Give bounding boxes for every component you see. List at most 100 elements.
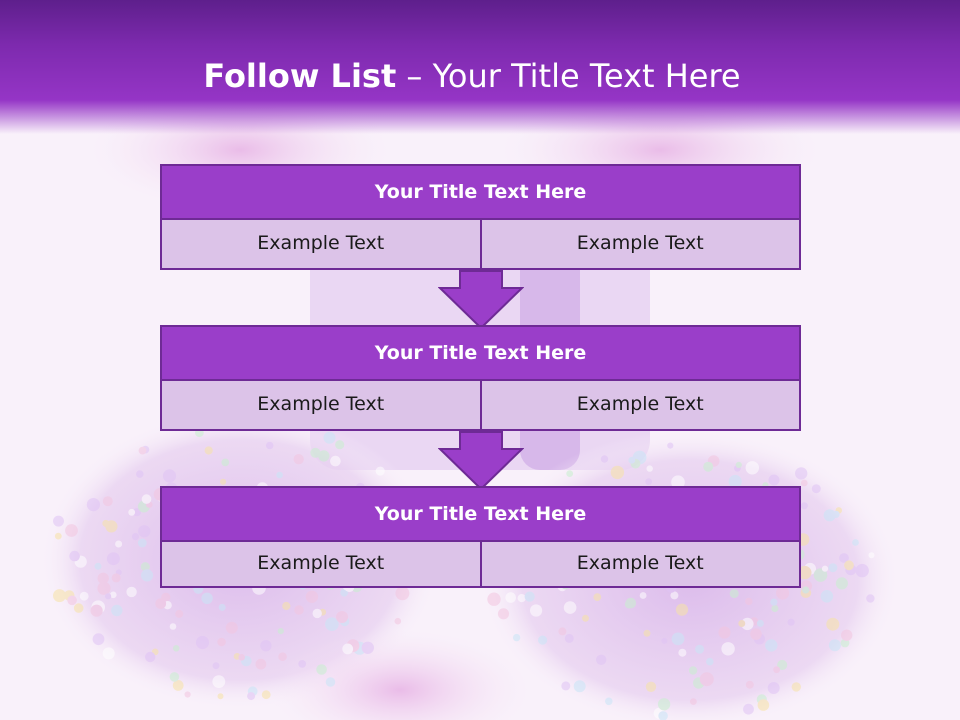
- sprinkle-dot: [277, 628, 284, 635]
- sprinkle-dot: [330, 455, 341, 467]
- sprinkle-dot: [645, 478, 653, 486]
- sprinkle-dot: [765, 639, 778, 652]
- sprinkle-dot: [310, 447, 321, 458]
- sprinkle-dot: [639, 592, 647, 599]
- page-title: Follow List – Your Title Text Here: [0, 56, 944, 96]
- sprinkle-dot: [106, 552, 120, 566]
- sprinkle-dot: [217, 637, 226, 647]
- sprinkle-dot: [564, 633, 574, 643]
- sprinkle-dot: [671, 475, 685, 490]
- step-title: Your Title Text Here: [160, 164, 801, 220]
- sprinkle-dot: [97, 572, 109, 584]
- sprinkle-dot: [561, 681, 571, 691]
- sprinkle-dot: [757, 699, 770, 711]
- sprinkle-dot: [141, 569, 154, 582]
- sprinkle-dot: [276, 471, 283, 479]
- sprinkle-dot: [175, 609, 184, 618]
- sprinkle-dot: [111, 604, 123, 617]
- sprinkle-dot: [839, 553, 849, 563]
- sprinkle-dot: [558, 627, 567, 636]
- sprinkle-dot: [375, 466, 385, 476]
- sprinkle-dot: [505, 592, 516, 603]
- sprinkle-dot: [316, 664, 327, 675]
- sprinkle-dot: [335, 440, 345, 450]
- sprinkle-dot: [530, 604, 543, 617]
- sprinkle-dot: [110, 591, 117, 599]
- sprinkle-dot: [394, 617, 402, 625]
- sprinkle-dot: [573, 680, 586, 693]
- sprinkle-dot: [102, 496, 113, 507]
- sprinkle-dot: [768, 474, 780, 486]
- sprinkle-dot: [128, 508, 136, 516]
- sprinkle-dot: [497, 608, 510, 620]
- sprinkle-dot: [137, 538, 147, 548]
- sprinkle-dot: [312, 608, 322, 619]
- sprinkle-dot: [776, 586, 790, 600]
- down-arrow-icon: [438, 270, 524, 330]
- sprinkle-dot: [325, 677, 336, 687]
- sprinkle-dot: [73, 603, 84, 613]
- sprinkle-dot: [828, 563, 838, 573]
- sprinkle-dot: [773, 666, 780, 674]
- sprinkle-dot: [105, 520, 118, 533]
- sprinkle-dot: [54, 532, 62, 540]
- sprinkle-dot: [201, 592, 213, 604]
- sprinkle-dot: [169, 623, 177, 630]
- sprinkle-dot: [294, 605, 304, 615]
- sprinkle-dot: [624, 600, 634, 609]
- sprinkle-dot: [261, 690, 271, 700]
- sprinkle-dot: [566, 470, 574, 477]
- sprinkle-dot: [802, 586, 810, 594]
- sprinkle-dot: [661, 637, 668, 644]
- sprinkle-dot: [777, 659, 788, 671]
- sprinkle-dot: [678, 648, 687, 657]
- sprinkle-dot: [741, 617, 754, 631]
- sprinkle-dot: [828, 639, 841, 652]
- sprinkle-dot: [90, 604, 103, 617]
- sprinkle-dot: [487, 592, 501, 606]
- sprinkle-dot: [172, 680, 184, 691]
- sprinkle-dot: [67, 595, 77, 606]
- sprinkle-dot: [868, 552, 875, 559]
- sprinkle-dot: [265, 441, 274, 450]
- sprinkle-dot: [706, 657, 714, 666]
- sprinkle-dot: [596, 654, 607, 665]
- step-cell-right: Example Text: [481, 381, 801, 431]
- sprinkle-dot: [204, 446, 213, 455]
- sprinkle-dot: [703, 461, 714, 472]
- sprinkle-dot: [212, 675, 226, 688]
- sprinkle-dot: [729, 589, 739, 599]
- sprinkle-dot: [105, 593, 112, 600]
- down-arrow-icon: [438, 431, 524, 491]
- sprinkle-dot: [65, 524, 78, 537]
- sprinkle-dot: [563, 601, 577, 614]
- sprinkle-dot: [750, 628, 762, 640]
- sprinkle-dot: [826, 617, 840, 631]
- header-bar: [0, 0, 960, 134]
- page-title-bold: Follow List: [203, 57, 397, 95]
- sprinkle-dot: [770, 598, 778, 606]
- page-title-rest: – Your Title Text Here: [396, 57, 741, 95]
- sprinkle-dot: [336, 611, 348, 623]
- sprinkle-dot: [79, 591, 89, 601]
- sprinkle-dot: [820, 590, 834, 603]
- step-title: Your Title Text Here: [160, 325, 801, 381]
- sprinkle-dot: [855, 563, 869, 578]
- sprinkle-dot: [111, 573, 121, 583]
- sprinkle-dot: [282, 601, 291, 611]
- sprinkle-dot: [721, 642, 735, 656]
- sprinkle-dot: [325, 617, 339, 631]
- sprinkle-dot: [745, 680, 754, 689]
- sprinkle-dot: [94, 562, 102, 570]
- sprinkle-dot: [131, 533, 140, 541]
- sprinkle-dot: [212, 662, 220, 670]
- sprinkle-dot: [225, 621, 238, 634]
- sprinkle-dot: [756, 619, 764, 627]
- sprinkle-dot: [852, 539, 859, 546]
- sprinkle-dot: [699, 672, 714, 687]
- sprinkle-dot: [69, 550, 80, 562]
- step-block-2: Your Title Text Here Example Text Exampl…: [160, 325, 801, 431]
- sprinkle-dot: [745, 597, 753, 606]
- sprinkle-dot: [255, 658, 267, 670]
- sprinkle-dot: [667, 442, 674, 449]
